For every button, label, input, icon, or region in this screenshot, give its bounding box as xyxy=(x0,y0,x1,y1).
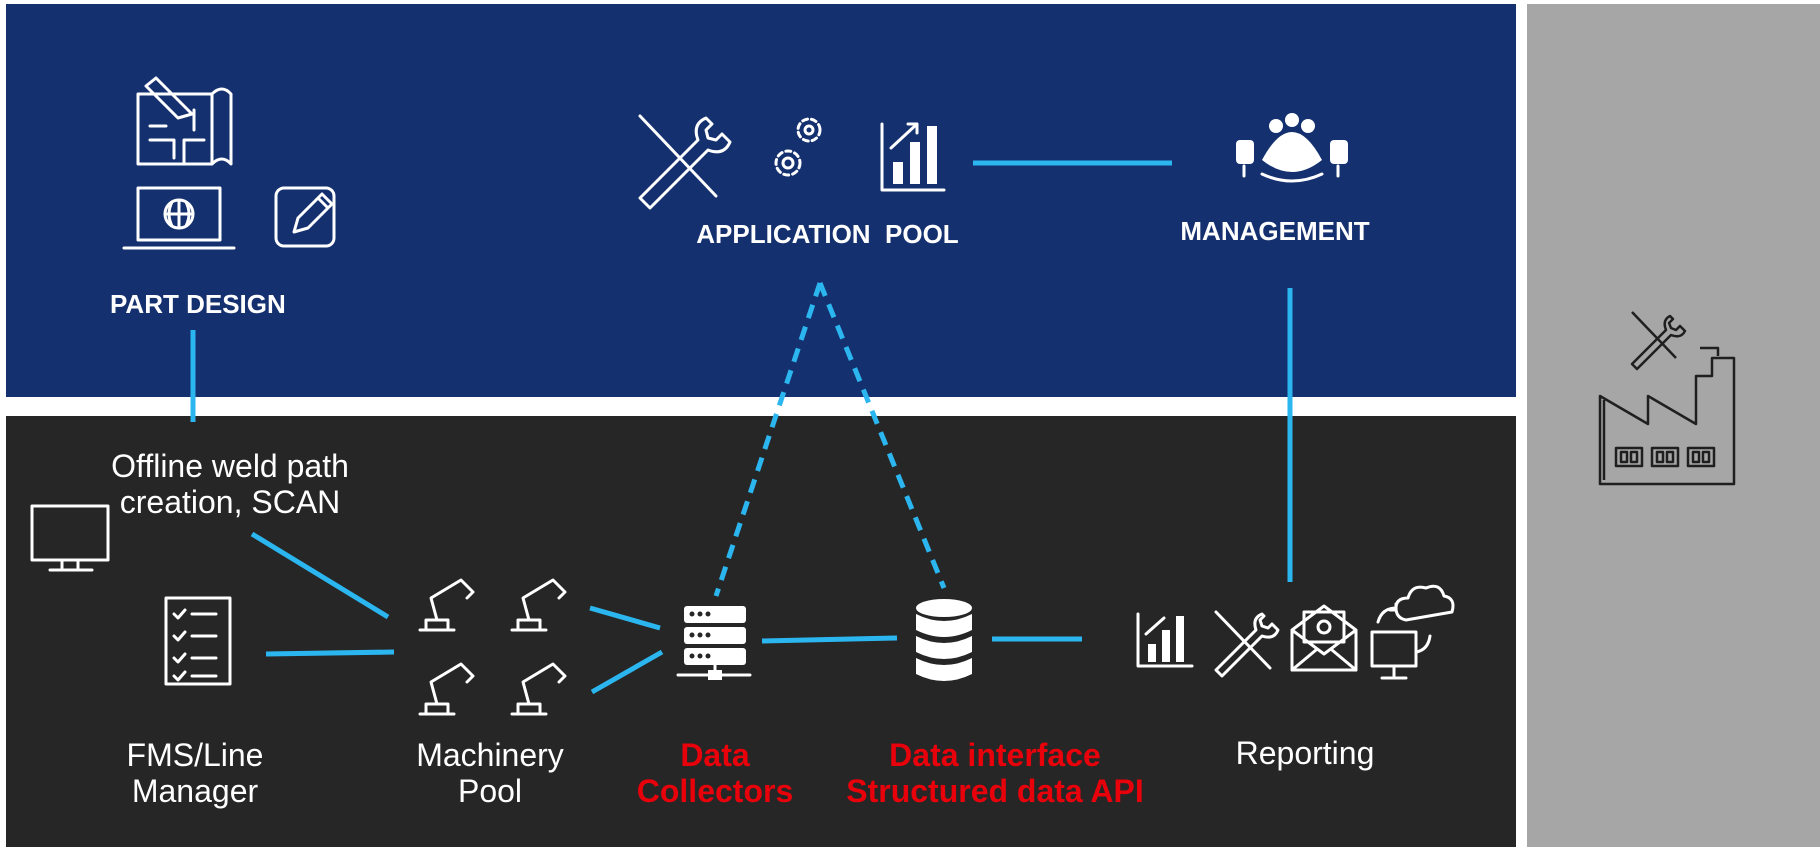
report-chart-icon xyxy=(1136,612,1194,668)
report-tools-icon xyxy=(1214,610,1280,678)
connector-collectors-database xyxy=(761,635,898,644)
offline-weld-label-line1: Offline weld path xyxy=(111,448,349,484)
blueprint-icon xyxy=(136,76,233,166)
side-band xyxy=(1527,4,1820,847)
laptop-globe-icon xyxy=(122,186,236,250)
robot-arm-icon xyxy=(418,578,475,632)
data-interface-label-line1: Data interface xyxy=(889,737,1101,773)
server-network-icon xyxy=(676,606,752,680)
tools-icon xyxy=(638,114,732,210)
data-collectors-label-line2: Collectors xyxy=(636,773,794,809)
application-pool-label: APPLICATION POOL xyxy=(696,219,959,249)
factory-tools-icon xyxy=(1598,311,1736,486)
connector-fms-machinery xyxy=(265,649,395,657)
fms-manager-label-line1: FMS/Line xyxy=(126,737,264,773)
connector-machinery-collectors-upper xyxy=(589,605,661,631)
machinery-pool-label-line2: Pool xyxy=(457,773,523,809)
part-design-label: PART DESIGN xyxy=(110,289,286,319)
monitor-icon xyxy=(30,504,110,572)
dashed-connector-app-collectors xyxy=(713,282,823,597)
reporting-label: Reporting xyxy=(1235,735,1375,771)
edit-icon xyxy=(274,186,336,248)
checklist-icon xyxy=(164,596,232,686)
data-interface-label-line2: Structured data API xyxy=(846,773,1144,809)
data-collectors-label-line1: Data xyxy=(680,737,750,773)
gears-icon xyxy=(774,117,822,177)
connector-offline-machinery xyxy=(250,531,390,620)
robot-arm-icon xyxy=(418,662,475,716)
offline-weld-label-line2: creation, SCAN xyxy=(119,484,341,520)
bottom-band xyxy=(6,416,1516,847)
email-icon xyxy=(1290,604,1358,672)
meeting-table-icon xyxy=(1236,113,1348,183)
cloud-computer-icon xyxy=(1370,584,1455,680)
robot-arm-icon xyxy=(510,662,567,716)
fms-manager-label-line2: Manager xyxy=(131,773,259,809)
database-icon xyxy=(916,599,972,681)
dashed-connector-app-database xyxy=(817,282,947,589)
management-label: MANAGEMENT xyxy=(1180,216,1370,246)
top-band xyxy=(6,4,1516,397)
connector-machinery-collectors-lower xyxy=(590,649,664,695)
robot-arm-icon xyxy=(510,578,567,632)
chart-icon xyxy=(880,122,946,192)
machinery-pool-label-line1: Machinery xyxy=(416,737,564,773)
